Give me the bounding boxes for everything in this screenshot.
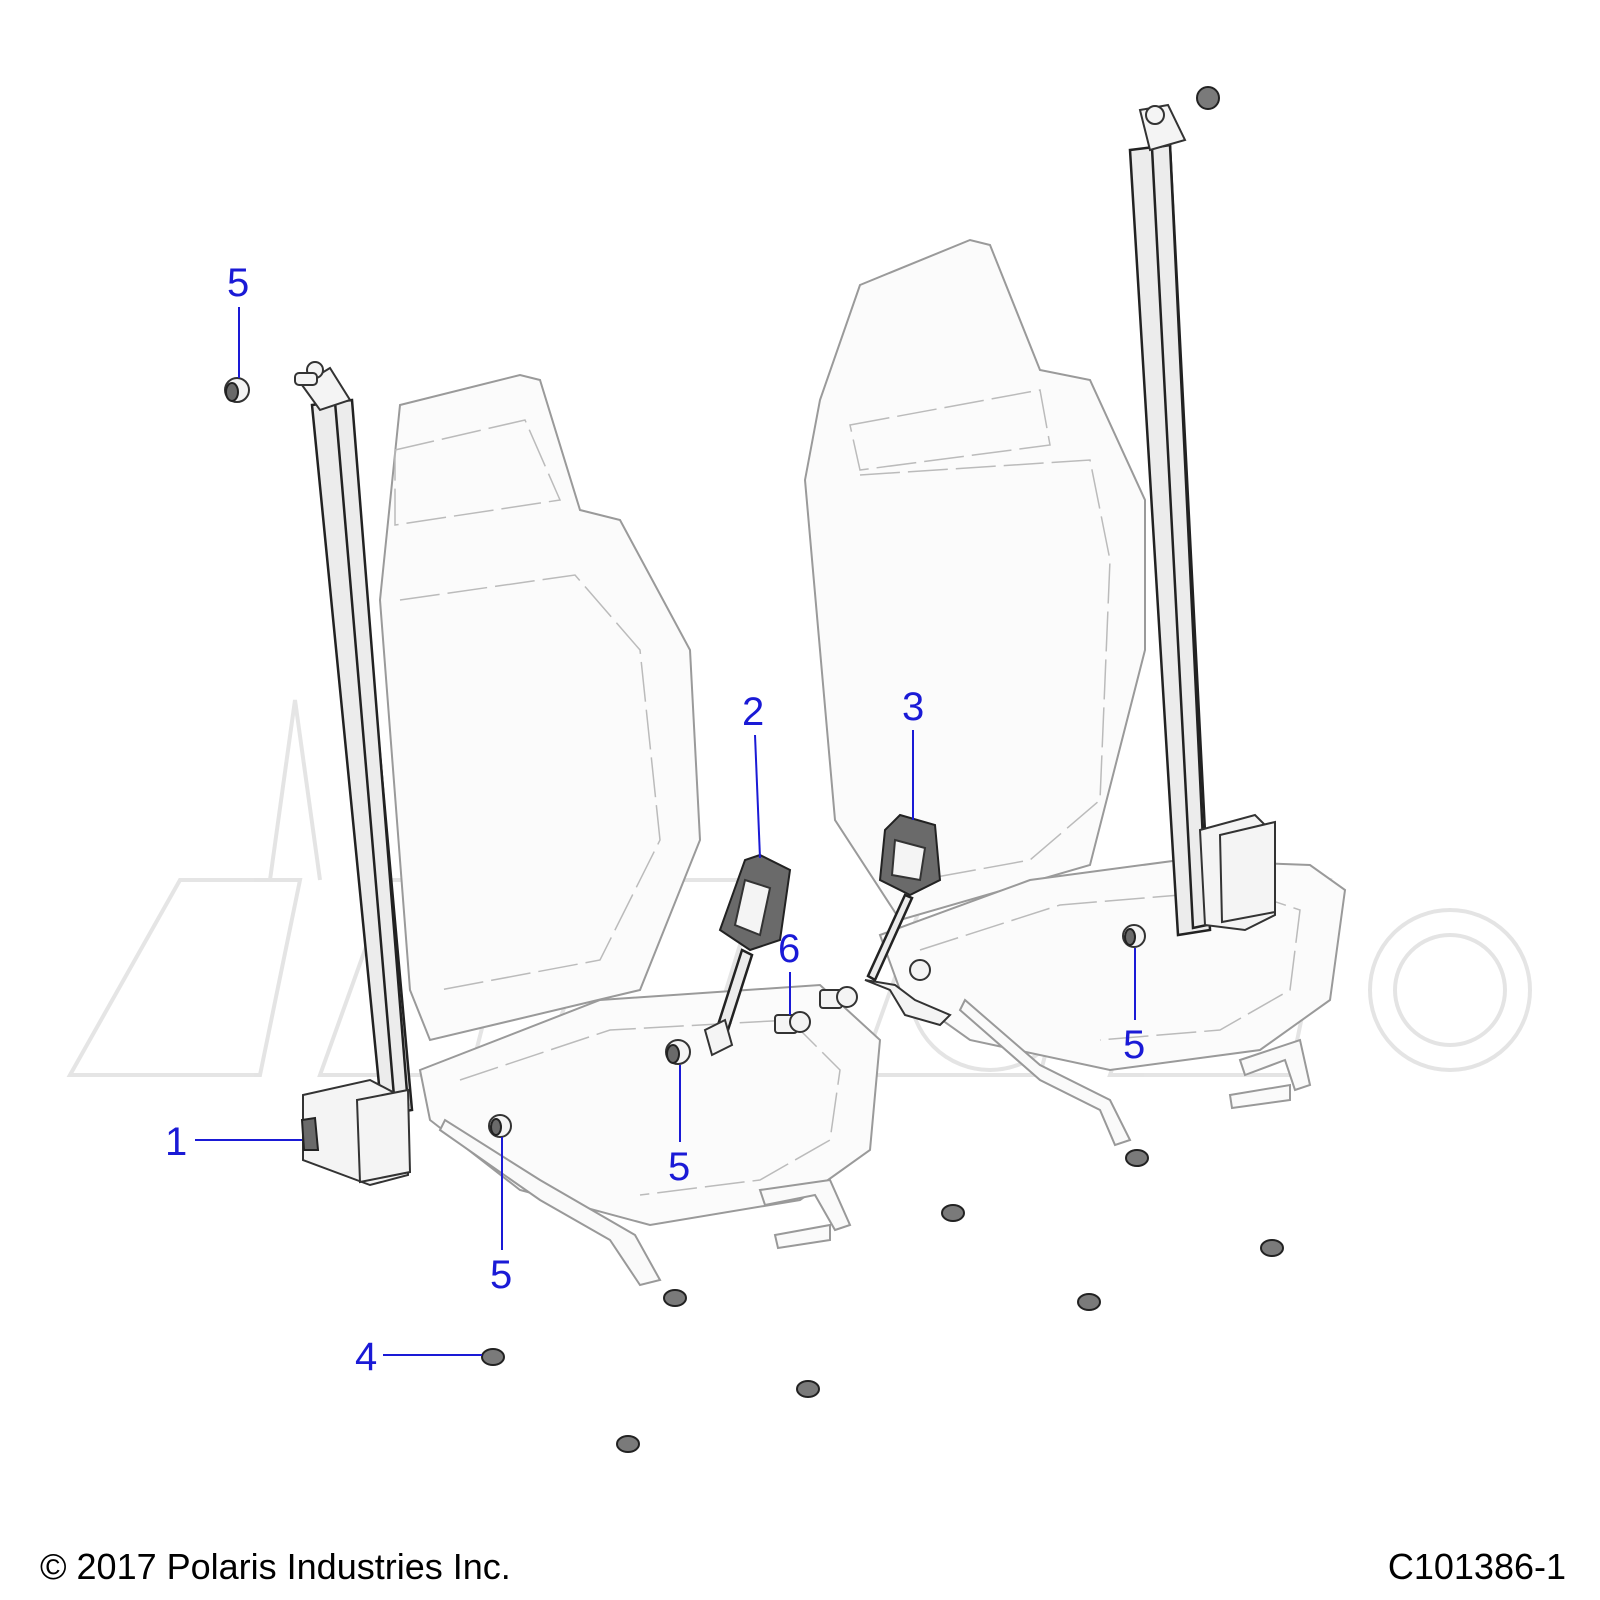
callout-6: 6 [778, 927, 800, 971]
callout-5-mid: 5 [668, 1145, 690, 1189]
seat-belt-buckle-2 [703, 853, 792, 1057]
callout-5-low: 5 [490, 1253, 512, 1297]
right-seat [803, 238, 1347, 1147]
bumper-5-top-left [224, 377, 250, 403]
callout-4: 4 [355, 1335, 377, 1379]
seat-belt-buckle-3 [864, 813, 952, 1027]
leader-lines [195, 307, 1136, 1356]
figure-id: C101386-1 [1387, 1546, 1566, 1587]
callout-1: 1 [165, 1120, 187, 1164]
grommets-4 [481, 1149, 1284, 1453]
bumper-right-pad [909, 959, 931, 981]
bolt-6 [774, 986, 858, 1034]
bumper-5-right [1122, 924, 1146, 948]
callout-2: 2 [742, 690, 764, 734]
left-seat-belt-retractor [294, 361, 414, 1187]
callout-3: 3 [902, 685, 924, 729]
bumper-5-low-left [488, 1114, 512, 1138]
leader-2 [754, 734, 761, 859]
copyright-text: © 2017 Polaris Industries Inc. [40, 1546, 511, 1587]
callout-5-right: 5 [1123, 1023, 1145, 1067]
left-seat [378, 373, 882, 1287]
bumper-5-mid [665, 1039, 691, 1065]
callout-5-top-left: 5 [227, 261, 249, 305]
right-seat-belt-retractor [1128, 86, 1276, 937]
